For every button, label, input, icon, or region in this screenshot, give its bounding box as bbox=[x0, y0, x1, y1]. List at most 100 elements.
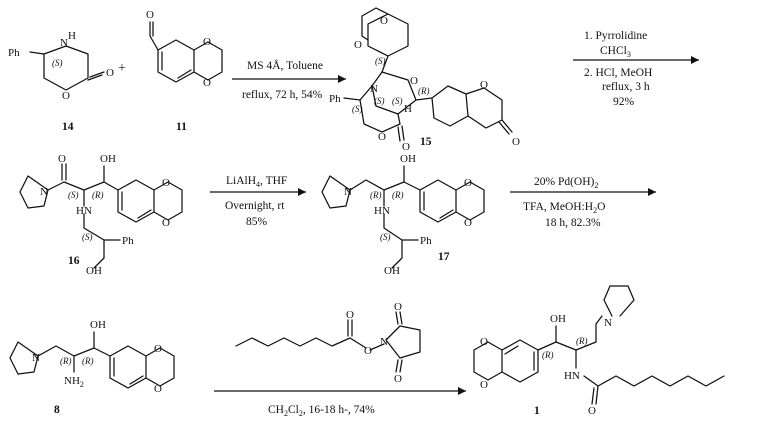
atom-o: O bbox=[480, 336, 488, 348]
atom-o: O bbox=[394, 373, 402, 385]
stereo-label: (S) bbox=[392, 96, 403, 106]
stereo-label: (S) bbox=[380, 232, 391, 242]
atom-hn: HN bbox=[76, 205, 92, 217]
condition-step1: MS 4Å, Toluene bbox=[247, 58, 323, 72]
condition-step1b: reflux, 72 h, 54% bbox=[242, 89, 323, 101]
atom-o: O bbox=[464, 217, 472, 229]
stereo-label: (R) bbox=[82, 356, 94, 366]
reaction-arrow-2 bbox=[573, 56, 699, 64]
condition-step2d: reflux, 3 h bbox=[602, 81, 650, 93]
compound-label-1: 1 bbox=[534, 405, 540, 417]
plus-sign: + bbox=[118, 61, 126, 76]
atom-o: O bbox=[378, 131, 386, 143]
reaction-arrow-1 bbox=[232, 75, 346, 83]
compound-label-15: 15 bbox=[420, 136, 432, 148]
condition-step4c: 18 h, 82.3% bbox=[545, 217, 601, 229]
atom-o: O bbox=[380, 15, 388, 27]
atom-ph: Ph bbox=[8, 47, 20, 59]
atom-ph: Ph bbox=[329, 93, 341, 105]
compound-label-11: 11 bbox=[176, 121, 187, 133]
condition-step3b: Overnight, rt bbox=[225, 200, 285, 212]
atom-n: N bbox=[344, 186, 352, 198]
atom-o: O bbox=[512, 136, 520, 148]
compound-17-structure: N OH HN Ph OH O O (R) (R) (S) bbox=[321, 153, 485, 277]
atom-o: O bbox=[203, 77, 211, 89]
atom-o: O bbox=[480, 379, 488, 391]
atom-oh: OH bbox=[86, 265, 102, 277]
atom-ph: Ph bbox=[420, 235, 432, 247]
atom-o: O bbox=[154, 343, 162, 355]
atom-n: N bbox=[40, 186, 48, 198]
atom-nh2: NH2 bbox=[64, 375, 84, 389]
atom-h: H bbox=[68, 30, 76, 42]
reaction-arrow-3 bbox=[210, 188, 306, 196]
atom-oh: OH bbox=[400, 153, 416, 165]
atom-nh: N bbox=[60, 37, 68, 49]
compound-15-structure: Ph N O H O O O O O O (S) (S) (S) (S) (R) bbox=[329, 7, 520, 153]
condition-step2b: CHCl3 bbox=[600, 45, 631, 59]
stereo-label: (R) bbox=[392, 190, 404, 200]
atom-o: O bbox=[354, 39, 362, 51]
atom-o: O bbox=[146, 9, 154, 21]
compound-11-structure: O O O bbox=[146, 9, 223, 89]
atom-o: O bbox=[402, 141, 410, 153]
atom-n: N bbox=[370, 83, 378, 95]
atom-o: O bbox=[346, 309, 354, 321]
atom-n: N bbox=[32, 352, 40, 364]
condition-step4b: TFA, MeOH:H2O bbox=[523, 201, 605, 215]
atom-ph: Ph bbox=[122, 235, 134, 247]
atom-o: O bbox=[106, 67, 114, 79]
compound-label-14: 14 bbox=[62, 121, 74, 133]
stereo-label: (R) bbox=[60, 356, 72, 366]
stereo-label: (S) bbox=[68, 190, 79, 200]
stereo-label: (R) bbox=[370, 190, 382, 200]
condition-step3a: LiAlH4, THF bbox=[226, 175, 287, 189]
atom-hn: HN bbox=[374, 205, 390, 217]
nhs-octanoate-reagent: O O N O O bbox=[235, 301, 421, 385]
condition-step2a: 1. Pyrrolidine bbox=[584, 30, 647, 42]
condition-step2e: 92% bbox=[613, 96, 635, 108]
atom-o: O bbox=[410, 75, 418, 87]
atom-oh: OH bbox=[90, 319, 106, 331]
atom-o: O bbox=[162, 177, 170, 189]
condition-step5: CH2Cl2, 16-18 h-, 74% bbox=[268, 404, 375, 418]
atom-o: O bbox=[154, 383, 162, 395]
atom-o: O bbox=[364, 345, 372, 357]
stereo-label: (S) bbox=[352, 104, 363, 114]
atom-o: O bbox=[203, 36, 211, 48]
stereo-label: (S) bbox=[52, 58, 63, 68]
atom-h: H bbox=[404, 103, 412, 115]
atom-o: O bbox=[394, 301, 402, 313]
atom-n: N bbox=[380, 336, 388, 348]
atom-o: O bbox=[58, 153, 66, 165]
stereo-label: (R) bbox=[542, 350, 554, 360]
compound-label-17: 17 bbox=[438, 251, 450, 263]
atom-o: O bbox=[588, 405, 596, 417]
compound-1-structure: OH N HN O O O (R) (R) bbox=[473, 285, 725, 417]
atom-o: O bbox=[480, 79, 488, 91]
stereo-label: (S) bbox=[82, 232, 93, 242]
stereo-label: (R) bbox=[418, 86, 430, 96]
atom-oh: OH bbox=[384, 265, 400, 277]
atom-oh: OH bbox=[100, 153, 116, 165]
compound-16-structure: N O OH HN Ph OH O O (S) (R) (S) bbox=[19, 153, 183, 277]
atom-n: N bbox=[604, 317, 612, 329]
atom-o: O bbox=[62, 90, 70, 102]
stereo-label: (R) bbox=[576, 336, 588, 346]
reaction-arrow-4 bbox=[510, 188, 656, 196]
atom-oh: OH bbox=[550, 313, 566, 325]
condition-step2c: 2. HCl, MeOH bbox=[584, 67, 652, 79]
compound-label-16: 16 bbox=[68, 255, 80, 267]
atom-o: O bbox=[464, 177, 472, 189]
condition-step3c: 85% bbox=[246, 216, 268, 228]
reaction-arrow-5 bbox=[214, 387, 466, 395]
atom-hn: HN bbox=[564, 370, 580, 382]
stereo-label: (S) bbox=[374, 96, 385, 106]
compound-label-8: 8 bbox=[54, 404, 60, 416]
stereo-label: (S) bbox=[375, 56, 386, 66]
compound-8-structure: N OH NH2 O O (R) (R) bbox=[9, 319, 175, 395]
atom-o: O bbox=[162, 217, 170, 229]
condition-step4a: 20% Pd(OH)2 bbox=[534, 176, 598, 190]
stereo-label: (R) bbox=[92, 190, 104, 200]
